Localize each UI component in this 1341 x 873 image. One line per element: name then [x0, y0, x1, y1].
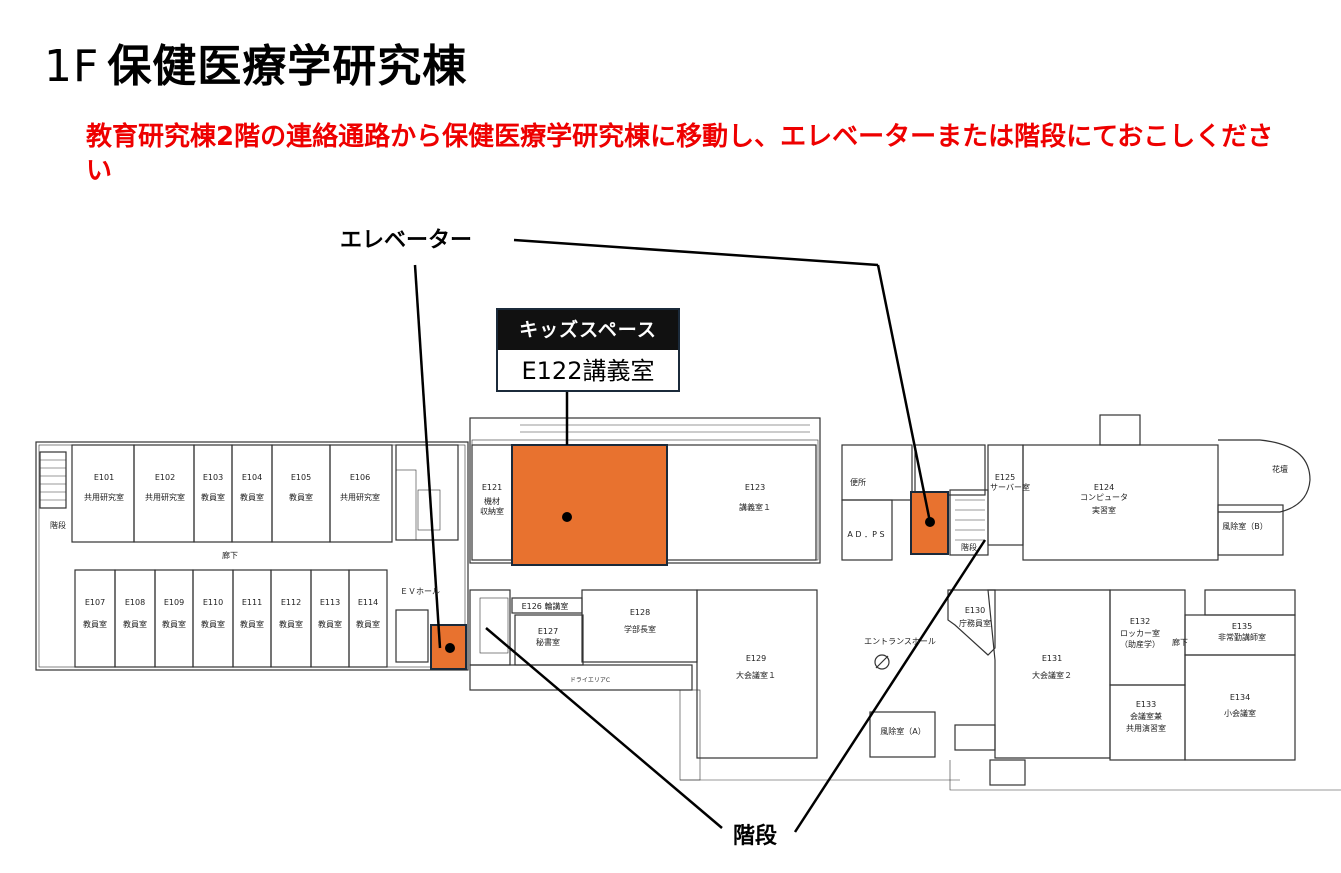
room-e131-name: 大会議室２ — [1032, 670, 1072, 680]
room-e101-name: 共用研究室 — [84, 492, 124, 502]
room-e107-no: E107 — [85, 598, 105, 607]
room-e112-no: E112 — [281, 598, 301, 607]
flower-bed-label: 花壇 — [1272, 464, 1288, 474]
room-e113-no: E113 — [320, 598, 340, 607]
room-e124-name1: コンピュータ — [1080, 493, 1128, 502]
elevator-west-highlight — [430, 624, 467, 670]
room-e106-no: E106 — [350, 473, 370, 482]
access-notice: 教育研究棟2階の連絡通路から保健医療学研究棟に移動し、エレベーターまたは階段にて… — [86, 122, 1274, 186]
room-e133-no: E133 — [1136, 700, 1156, 709]
room-e124-no: E124 — [1094, 483, 1114, 492]
stairs-callout-label: 階段 — [733, 824, 778, 849]
room-e105-no: E105 — [291, 473, 311, 482]
room-e110-no: E110 — [203, 598, 223, 607]
room-e128-name: 学部長室 — [624, 624, 656, 634]
room-e104-no: E104 — [242, 473, 262, 482]
room-e114-no: E114 — [358, 598, 378, 607]
ev-hall-label: ＥＶホール — [400, 587, 440, 596]
room-e103-name: 教員室 — [201, 492, 225, 502]
room-e106-name: 共用研究室 — [340, 492, 380, 502]
room-e130-no: E130 — [965, 606, 985, 615]
room-e126-no: E126 — [522, 602, 542, 611]
room-e132-name1: ロッカー室 — [1120, 628, 1160, 638]
elevator-west-marker — [445, 643, 455, 653]
leader-lines — [413, 238, 987, 833]
room-e113-name: 教員室 — [318, 619, 342, 629]
building-name: 保健医療学研究棟 — [107, 41, 468, 92]
room-e127-name: 秘書室 — [536, 637, 560, 647]
room-e102-name: 共用研究室 — [145, 492, 185, 502]
room-e123-name: 講義室１ — [739, 502, 771, 512]
entrance-hall-label: エントランスホール — [864, 637, 936, 646]
elevator-callout-label: エレベーター — [340, 228, 473, 253]
room-e109-no: E109 — [164, 598, 184, 607]
kids-space-marker — [562, 512, 572, 522]
room-e107-name: 教員室 — [83, 619, 107, 629]
room-e121-name2: 収納室 — [480, 506, 504, 516]
room-e123-no: E123 — [745, 483, 765, 492]
room-e125-name: サーバー室 — [990, 482, 1030, 492]
room-labels: E101 共用研究室 E102 共用研究室 E103 教員室 E104 教員室 … — [50, 464, 1288, 736]
room-e104-name: 教員室 — [240, 492, 264, 502]
floor-label: 1F — [44, 41, 100, 92]
kids-space-highlight — [511, 444, 668, 566]
room-e121-no: E121 — [482, 483, 502, 492]
room-e132-no: E132 — [1130, 617, 1150, 626]
room-e135-no: E135 — [1232, 622, 1252, 631]
corridor-west-label: 廊下 — [222, 550, 238, 560]
west-stairs-label: 階段 — [50, 520, 66, 530]
east-stairs-label: 階段 — [961, 542, 977, 552]
room-e109-name: 教員室 — [162, 619, 186, 629]
room-e112-name: 教員室 — [279, 619, 303, 629]
room-e129-name: 大会議室１ — [736, 670, 776, 680]
room-e125-no: E125 — [995, 473, 1015, 482]
kids-space-header: キッズスペース — [498, 310, 678, 350]
room-e111-no: E111 — [242, 598, 262, 607]
room-e135-name: 非常勤講師室 — [1218, 632, 1266, 642]
room-e124-name2: 実習室 — [1092, 505, 1116, 515]
windbreak-a-label: 風除室（A） — [880, 726, 925, 736]
room-e130-name: 庁務員室 — [959, 618, 991, 628]
room-e126-label: E126 輪講室 — [522, 601, 569, 611]
room-e129-no: E129 — [746, 654, 766, 663]
room-e132-name2: （助産学） — [1120, 639, 1160, 649]
room-e105-name: 教員室 — [289, 492, 313, 502]
corridor-east-label: 廊下 — [1172, 637, 1188, 647]
kids-space-callout: キッズスペース E122講義室 — [496, 308, 680, 392]
floor-plan-walls — [35, 414, 1341, 791]
ad-ps-label: A D ．P S — [847, 530, 884, 539]
room-e128-no: E128 — [630, 608, 650, 617]
room-e108-name: 教員室 — [123, 619, 147, 629]
room-e134-name: 小会議室 — [1224, 708, 1256, 718]
room-e134-no: E134 — [1230, 693, 1250, 702]
room-e127-no: E127 — [538, 627, 558, 636]
room-e131-no: E131 — [1042, 654, 1062, 663]
room-e111-name: 教員室 — [240, 619, 264, 629]
kids-space-room: E122講義室 — [521, 357, 655, 385]
room-e103-no: E103 — [203, 473, 223, 482]
dry-area-label: ドライエリアC — [570, 677, 610, 684]
room-e114-name: 教員室 — [356, 619, 380, 629]
room-e121-name1: 機材 — [484, 496, 500, 506]
room-e108-no: E108 — [125, 598, 145, 607]
toilet-label: 便所 — [850, 477, 866, 487]
room-e133-name1: 会議室兼 — [1130, 711, 1162, 721]
room-e110-name: 教員室 — [201, 619, 225, 629]
room-e126-name: 輪講室 — [544, 601, 568, 611]
room-e101-no: E101 — [94, 473, 114, 482]
windbreak-b-label: 風除室（B） — [1222, 521, 1268, 531]
room-e133-name2: 共用演習室 — [1126, 723, 1166, 733]
room-e102-no: E102 — [155, 473, 175, 482]
